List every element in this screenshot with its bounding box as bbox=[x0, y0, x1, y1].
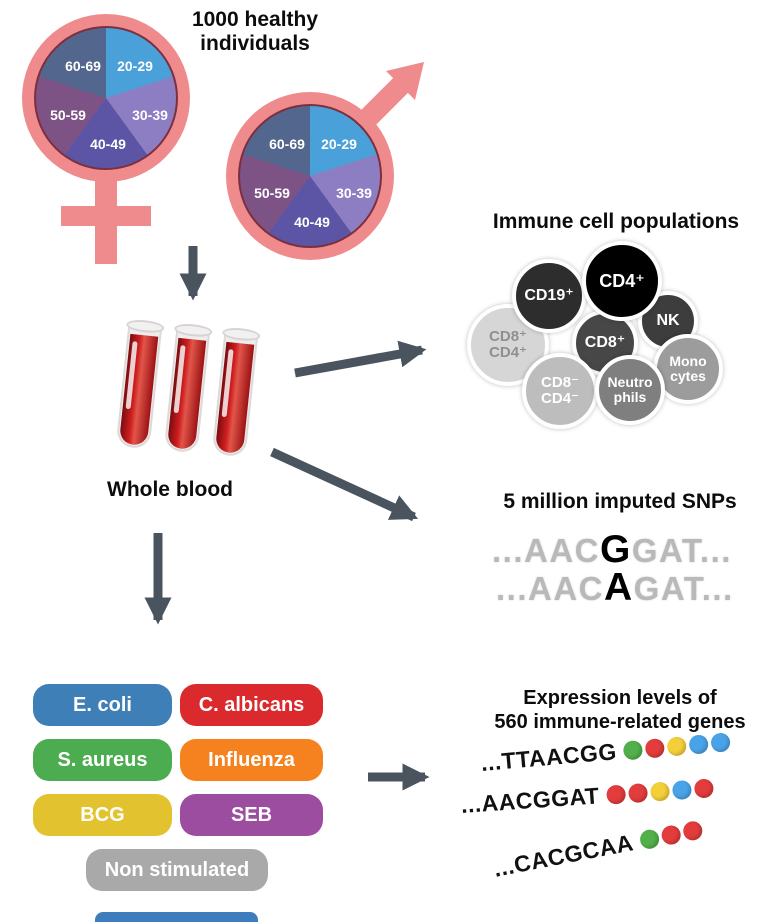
snp-variant-allele: G bbox=[600, 528, 632, 571]
stimulus-label: Non stimulated bbox=[104, 858, 250, 881]
male-ring: 20-29 30-39 40-49 50-59 60-69 bbox=[226, 92, 394, 260]
blue-dot bbox=[688, 734, 710, 755]
stimulus-label: C. albicans bbox=[198, 693, 305, 716]
arrow-blood-to-cells bbox=[294, 340, 427, 378]
red-dot bbox=[659, 823, 683, 847]
red-dot bbox=[644, 737, 666, 759]
cell-label: Neutro phils bbox=[607, 374, 653, 405]
cell-cd8neg-cd4neg: CD8⁻ CD4⁻ bbox=[522, 353, 598, 429]
red-dot bbox=[605, 784, 626, 805]
cell-label: Mono cytes bbox=[669, 353, 707, 384]
cell-label: CD8⁺ CD4⁺ bbox=[489, 328, 527, 361]
stimulus-bcg: BCG bbox=[33, 794, 172, 836]
stimulus-saureus: S. aureus bbox=[33, 739, 172, 781]
age-label-30-39: 30-39 bbox=[336, 185, 372, 201]
red-dot bbox=[681, 819, 704, 843]
snp-seq-suffix: GAT... bbox=[631, 532, 732, 569]
stimulus-label: E. coli bbox=[73, 693, 132, 716]
green-dot bbox=[638, 828, 661, 851]
stimulus-seb: SEB bbox=[180, 794, 323, 836]
stimulus-influenza: Influenza bbox=[180, 739, 323, 781]
female-ring: 20-29 30-39 40-49 50-59 60-69 bbox=[22, 14, 190, 182]
age-label-30-39: 30-39 bbox=[132, 107, 168, 123]
cell-cd4: CD4⁺ bbox=[582, 241, 662, 321]
age-label-60-69: 60-69 bbox=[269, 136, 305, 152]
stimulus-calbicans: C. albicans bbox=[180, 684, 323, 726]
stimulus-ecoli: E. coli bbox=[33, 684, 172, 726]
stimulus-label: Influenza bbox=[208, 748, 295, 771]
cell-label: CD19⁺ bbox=[524, 286, 574, 304]
red-dot bbox=[693, 778, 714, 799]
expression-dots bbox=[620, 732, 732, 761]
snp-sequence-2: ...AACAGAT... bbox=[496, 566, 734, 610]
male-symbol: 20-29 30-39 40-49 50-59 60-69 bbox=[226, 92, 394, 260]
expression-title: Expression levels of 560 immune-related … bbox=[494, 687, 746, 733]
green-dot bbox=[622, 739, 644, 761]
male-arrow-head bbox=[386, 62, 424, 100]
female-age-pie: 20-29 30-39 40-49 50-59 60-69 bbox=[34, 26, 178, 170]
snp-sequence-1: ...AACGGAT... bbox=[492, 528, 732, 572]
snps-title: 5 million imputed SNPs bbox=[503, 490, 737, 513]
snp-seq-prefix: ...AAC bbox=[496, 570, 604, 607]
age-label-40-49: 40-49 bbox=[294, 214, 330, 230]
cell-cd19: CD19⁺ bbox=[512, 259, 586, 333]
cell-label: CD4⁺ bbox=[599, 270, 645, 291]
age-label-60-69: 60-69 bbox=[65, 58, 101, 74]
blue-dot bbox=[671, 779, 692, 801]
expression-dots bbox=[603, 778, 714, 805]
stimulus-label: SEB bbox=[230, 803, 273, 826]
snp-variant-allele: A bbox=[604, 566, 634, 609]
cell-label: CD8⁺ bbox=[584, 333, 626, 351]
cohort-title: 1000 healthy individuals bbox=[191, 8, 319, 55]
whole-blood-label: Whole blood bbox=[107, 478, 233, 501]
male-age-pie: 20-29 30-39 40-49 50-59 60-69 bbox=[238, 104, 382, 248]
cell-label: CD8⁻ CD4⁻ bbox=[541, 374, 579, 407]
stimulus-label: BCG bbox=[80, 803, 125, 826]
red-dot bbox=[627, 782, 648, 804]
female-symbol: 20-29 30-39 40-49 50-59 60-69 bbox=[22, 14, 190, 274]
snp-seq-prefix: ...AAC bbox=[492, 532, 600, 569]
female-cross-bar bbox=[61, 206, 151, 226]
arrow-blood-to-snps bbox=[270, 447, 419, 522]
cell-neutrophils: Neutro phils bbox=[595, 355, 665, 425]
cell-label: NK bbox=[656, 311, 680, 329]
immune-cells-title: Immune cell populations bbox=[492, 210, 740, 233]
blue-dot bbox=[710, 732, 732, 753]
cropped-blue-pill bbox=[95, 912, 258, 922]
male-arrow-shaft bbox=[356, 76, 410, 130]
age-label-50-59: 50-59 bbox=[50, 107, 86, 123]
stimulus-label: S. aureus bbox=[57, 748, 148, 771]
yellow-dot bbox=[649, 781, 670, 802]
age-label-40-49: 40-49 bbox=[90, 136, 126, 152]
yellow-dot bbox=[666, 736, 688, 757]
age-label-20-29: 20-29 bbox=[321, 136, 357, 152]
age-label-50-59: 50-59 bbox=[254, 185, 290, 201]
stimulus-nonstimulated: Non stimulated bbox=[86, 849, 268, 891]
snp-seq-suffix: GAT... bbox=[633, 570, 734, 607]
age-label-20-29: 20-29 bbox=[117, 58, 153, 74]
